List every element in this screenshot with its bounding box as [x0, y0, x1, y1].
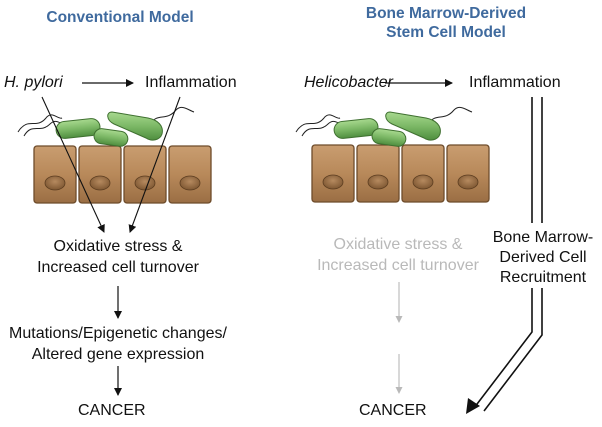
epithelial-cells-icon — [311, 144, 490, 203]
right-oxidative-line1: Oxidative stress & — [333, 236, 463, 253]
right-panel-title-line1: Bone Marrow-Derived — [365, 5, 527, 22]
left-inflammation-label: Inflammation — [145, 74, 237, 91]
pathogen-to-oxidative-arrow — [41, 96, 105, 233]
inflammation-to-oxidative-arrow — [128, 96, 181, 233]
left-panel-title: Conventional Model — [46, 9, 194, 26]
left-oxidative-line1: Oxidative stress & — [53, 238, 183, 255]
left-mutations-line1: Mutations/Epigenetic changes/ — [9, 325, 227, 342]
right-cancer-label: CANCER — [359, 402, 427, 419]
left-cancer-label: CANCER — [78, 402, 146, 419]
right-recruitment-line1: Bone Marrow- — [492, 229, 594, 246]
right-panel-title-line2: Stem Cell Model — [386, 24, 506, 41]
left-pathogen-label: H. pylori — [4, 74, 63, 91]
rod-bacteria-icon — [17, 106, 195, 147]
right-recruitment-line2: Derived Cell — [499, 249, 587, 266]
right-inflammation-label: Inflammation — [469, 74, 561, 91]
right-pathogen-label: Helicobacter — [304, 74, 393, 91]
right-oxidative-line2: Increased cell turnover — [317, 257, 479, 274]
right-recruitment-line3: Recruitment — [499, 269, 587, 286]
epithelial-cells-icon — [33, 145, 212, 204]
left-oxidative-line2: Increased cell turnover — [37, 259, 199, 276]
left-mutations-line2: Altered gene expression — [31, 346, 205, 363]
recruitment-double-arrow — [473, 97, 543, 412]
recruitment-arrowhead — [466, 398, 480, 414]
rod-bacteria-icon — [295, 106, 473, 147]
